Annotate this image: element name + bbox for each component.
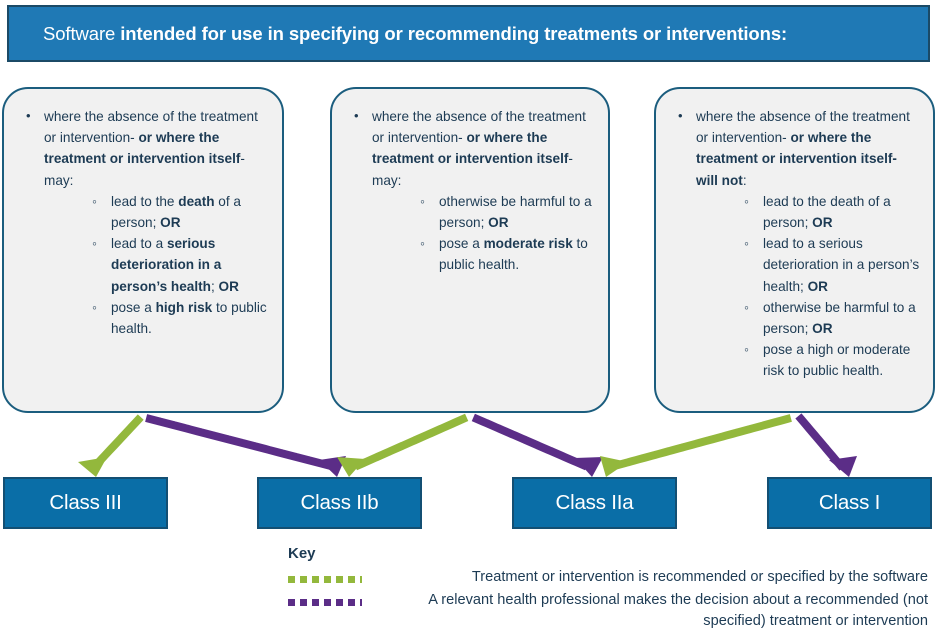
sub-bold: high risk — [155, 299, 213, 315]
sub-bold: moderate risk — [483, 236, 573, 252]
arrow-card1-to-class-iii — [78, 414, 144, 477]
sub-pre: otherwise be harmful to a person; — [439, 193, 592, 231]
criteria-lead-text: where the absence of the treatment or in… — [668, 105, 921, 191]
arrow-card2-to-class-iia — [471, 413, 603, 477]
sub-bold2: OR — [160, 215, 181, 231]
header-banner: Software intended for use in specifying … — [7, 5, 930, 62]
lead-pre: where the absence of the treatment or in… — [44, 109, 258, 146]
page-title-emphasis: intended for use in specifying or recomm… — [120, 22, 788, 44]
sub-pre: otherwise be harmful to a person; — [763, 299, 916, 337]
criteria-lead-text: where the absence of the treatment or in… — [344, 105, 596, 191]
class-box-class-iii[interactable]: Class III — [3, 477, 168, 529]
sub-bold2: OR — [218, 278, 239, 294]
criteria-card-class-iib: where the absence of the treatment or in… — [330, 87, 610, 413]
sub-post: of a person; — [111, 193, 241, 231]
class-box-label: Class IIa — [555, 491, 634, 514]
dashed-line-purple-icon — [288, 593, 362, 612]
list-item: pose a high risk to public health. — [16, 297, 270, 339]
class-box-label: Class IIb — [300, 491, 379, 514]
list-item: otherwise be harmful to a person; OR — [344, 191, 596, 233]
sub-pre: lead to the death of a person; — [763, 193, 891, 231]
lead-bold: or where the treatment or intervention i… — [696, 130, 897, 188]
class-box-label: Class I — [818, 491, 881, 514]
sub-pre: pose a — [111, 299, 156, 315]
arrow-card2-to-class-iib — [337, 413, 469, 477]
sub-post: to public health. — [439, 236, 588, 273]
class-box-class-i[interactable]: Class I — [767, 477, 932, 529]
criteria-card-content: where the absence of the treatment or in… — [4, 89, 282, 339]
list-item: pose a high or moderate risk to public h… — [668, 339, 921, 381]
lead-pre: where the absence of the treatment or in… — [696, 109, 910, 146]
criteria-card-content: where the absence of the treatment or in… — [656, 89, 933, 382]
class-box-label: Class III — [49, 491, 122, 514]
criteria-card-class-iia-i: where the absence of the treatment or in… — [654, 87, 935, 413]
sub-bold: OR — [488, 215, 509, 231]
arrow-card3-to-class-iia — [600, 414, 792, 477]
legend-entry-green: Treatment or intervention is recommended… — [288, 567, 928, 589]
dashed-line-green-icon — [288, 570, 362, 589]
criteria-sub-list: otherwise be harmful to a person; OR pos… — [344, 191, 596, 276]
lead-pre: where the absence of the treatment or in… — [372, 109, 586, 146]
sub-pre: lead to the — [111, 193, 179, 209]
legend-entry-purple: A relevant health professional makes the… — [288, 590, 928, 632]
lead-bold: or where the treatment or intervention i… — [44, 130, 241, 167]
sub-post: to public health. — [111, 299, 267, 337]
sub-bold: OR — [812, 321, 833, 337]
criteria-card-class-iii: where the absence of the treatment or in… — [2, 87, 284, 413]
legend-title: Key — [288, 545, 316, 562]
sub-pre: lead to a serious deterioration in a per… — [763, 236, 920, 294]
sub-bold: serious deterioration in a person’s heal… — [111, 236, 222, 294]
list-item: lead to a serious deterioration in a per… — [16, 233, 270, 297]
sub-bold: OR — [807, 278, 828, 294]
list-item: lead to the death of a person; OR — [16, 191, 270, 233]
arrow-card3-to-class-i — [795, 413, 857, 477]
lead-post: - may: — [372, 151, 573, 188]
legend-entry-label: A relevant health professional makes the… — [428, 592, 928, 629]
list-item: otherwise be harmful to a person; OR — [668, 297, 921, 339]
legend: Key Treatment or intervention is recomme… — [288, 544, 928, 633]
arrow-card1-to-class-iib — [145, 414, 346, 477]
sub-bold: OR — [812, 215, 833, 231]
class-box-class-iib[interactable]: Class IIb — [257, 477, 422, 529]
criteria-lead-text: where the absence of the treatment or in… — [16, 105, 270, 191]
criteria-card-content: where the absence of the treatment or in… — [332, 89, 608, 276]
class-box-class-iia[interactable]: Class IIa — [512, 477, 677, 529]
lead-bold: or where the treatment or intervention i… — [372, 130, 569, 167]
sub-post: ; — [210, 278, 219, 294]
page-title: Software intended for use in specifying … — [9, 23, 801, 45]
legend-entry-label: Treatment or intervention is recommended… — [471, 569, 928, 585]
criteria-sub-list: lead to the death of a person; OR lead t… — [16, 191, 270, 339]
sub-pre: pose a — [439, 236, 484, 252]
criteria-sub-list: lead to the death of a person; OR lead t… — [668, 191, 921, 382]
list-item: lead to the death of a person; OR — [668, 191, 921, 233]
lead-post: : — [742, 172, 747, 188]
lead-post: - may: — [44, 151, 245, 188]
sub-pre: pose a high or moderate risk to public h… — [763, 342, 911, 379]
sub-pre: lead to a — [111, 236, 167, 252]
list-item: pose a moderate risk to public health. — [344, 233, 596, 275]
sub-bold: death — [178, 193, 215, 209]
page-title-lead: Software — [43, 22, 121, 44]
list-item: lead to a serious deterioration in a per… — [668, 233, 921, 297]
